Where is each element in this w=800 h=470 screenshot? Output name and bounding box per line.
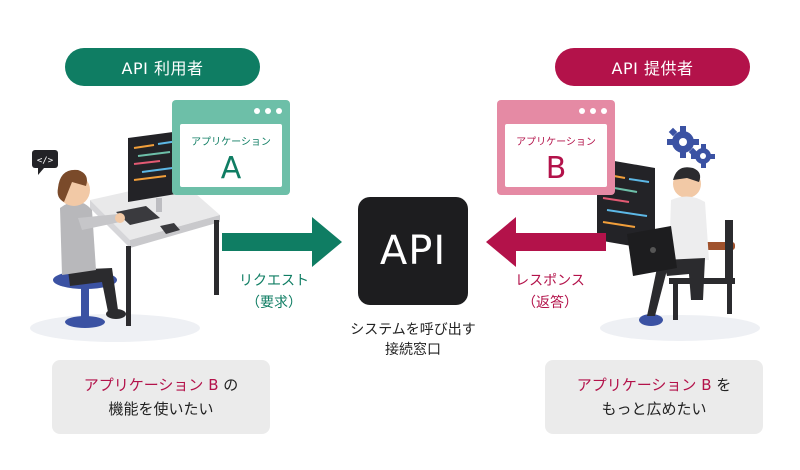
user-need-line2: 機能を使いたい bbox=[108, 400, 214, 418]
response-label: レスポンス （返答） bbox=[498, 270, 602, 314]
api-provider-pill: API 提供者 bbox=[555, 48, 750, 86]
api-caption: システムを呼び出す 接続窓口 bbox=[318, 320, 508, 360]
application-b-window: アプリケーション B bbox=[497, 100, 615, 195]
api-box: API bbox=[358, 197, 468, 305]
application-a-window: アプリケーション A bbox=[172, 100, 290, 195]
application-a-letter: A bbox=[220, 151, 242, 186]
provider-illustration bbox=[597, 158, 760, 341]
user-illustration bbox=[30, 130, 220, 342]
provider-need-card: アプリケーション B を もっと広めたい bbox=[545, 360, 763, 434]
provider-need-highlight: アプリケーション B bbox=[576, 376, 712, 394]
response-arrow-icon bbox=[486, 217, 606, 267]
provider-need-line2: もっと広めたい bbox=[601, 400, 707, 418]
request-arrow-icon bbox=[222, 217, 342, 267]
user-need-line1: アプリケーション B の bbox=[84, 373, 239, 397]
provider-need-suffix: を bbox=[711, 376, 732, 394]
request-label-line1: リクエスト bbox=[239, 273, 309, 289]
api-caption-line1: システムを呼び出す bbox=[350, 322, 476, 338]
application-b-letter: B bbox=[545, 151, 567, 186]
gears-icon bbox=[667, 126, 715, 168]
request-label-line2: （要求） bbox=[246, 295, 302, 311]
window-dots-icon bbox=[497, 100, 615, 122]
code-bubble-icon: </> bbox=[32, 150, 58, 175]
application-b-title: アプリケーション bbox=[516, 137, 596, 148]
request-label: リクエスト （要求） bbox=[222, 270, 326, 314]
application-a-title: アプリケーション bbox=[191, 137, 271, 148]
user-need-card: アプリケーション B の 機能を使いたい bbox=[52, 360, 270, 434]
api-user-pill: API 利用者 bbox=[65, 48, 260, 86]
user-need-highlight: アプリケーション B bbox=[83, 376, 219, 394]
response-label-line1: レスポンス bbox=[515, 273, 585, 289]
user-need-suffix: の bbox=[218, 376, 239, 394]
provider-need-line1: アプリケーション B を bbox=[577, 373, 732, 397]
api-caption-line2: 接続窓口 bbox=[385, 342, 441, 358]
response-label-line2: （返答） bbox=[522, 295, 578, 311]
svg-text:</>: </> bbox=[37, 156, 54, 166]
window-dots-icon bbox=[172, 100, 290, 122]
